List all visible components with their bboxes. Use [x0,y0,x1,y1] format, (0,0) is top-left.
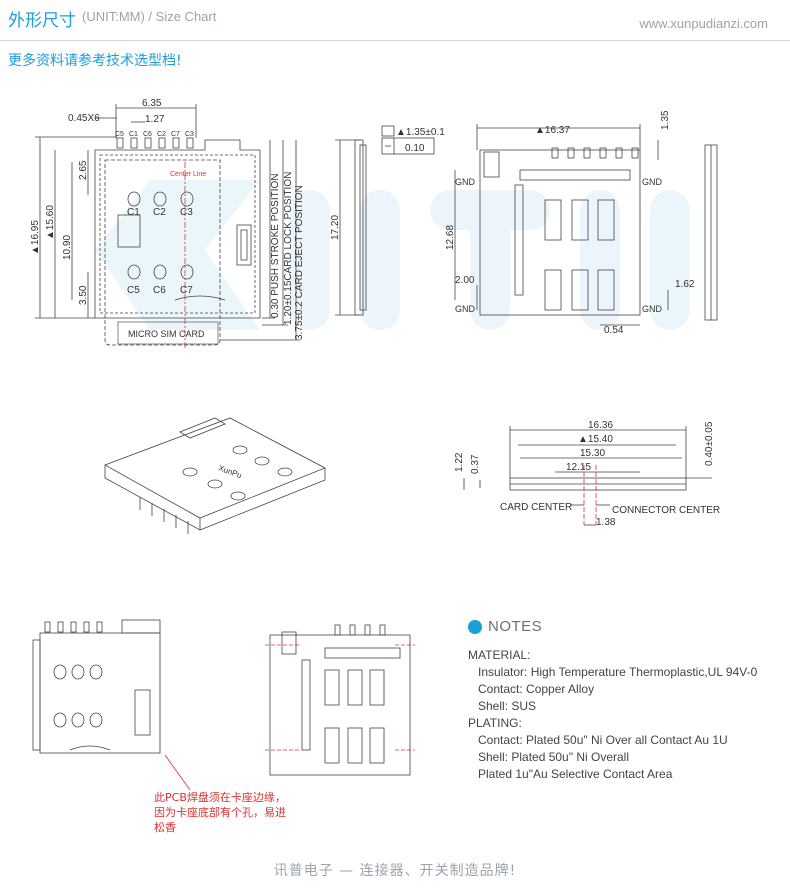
page-header: 外形尺寸 (UNIT:MM) / Size Chart www.xunpudia… [0,0,790,44]
dim-1215: 12.15 [566,462,591,473]
gnd-label: GND [642,304,663,314]
contact-label: C5 [127,285,140,296]
card-eject-label: 3.75±0.2 CARD EJECT POSITION [294,185,305,340]
notes-title: NOTES [488,618,543,635]
notes-line: Shell: SUS [478,699,537,713]
pcb-note: 此PCB焊盘须在卡座边缘，因为卡座底部有个孔，易进松香 [154,791,286,834]
notes-bullet-icon [468,619,482,634]
dim-1720: 17.20 [330,215,341,240]
page-title: 外形尺寸 [8,11,76,31]
connector-center-label: CONNECTOR CENTER [612,505,720,516]
dim-135: 1.35 [660,110,671,130]
dim-265: 2.65 [78,160,89,180]
contact-label: C1 [127,207,140,218]
gnd-label: GND [642,177,663,187]
dim-122: 1.22 [454,452,465,472]
dim-1268: 12.68 [445,225,456,250]
brand-logo-text: XunPu [217,463,243,480]
pin-label: C7 [171,131,180,138]
footer-slogan: 讯普电子 — 连接器、开关制造品牌! [273,863,517,879]
contact-label: C6 [153,285,166,296]
notes-line: PLATING: [468,716,522,730]
flatness-value: ▲1.35±0.1 [396,127,445,138]
notes-panel: NOTES MATERIAL: Insulator: High Temperat… [468,618,788,783]
contact-label: C3 [180,207,193,218]
dim-pin-width: 0.45X6 [68,113,100,124]
isometric-view [104,417,326,534]
front-view [463,426,712,526]
top-view [35,104,300,350]
pcb-bottom-view [265,624,415,776]
dim-pitch-total: 6.35 [142,98,162,109]
dim-162: 1.62 [675,279,695,290]
card-center-label: CARD CENTER [500,502,572,513]
push-stroke-label: 0.30 PUSH STROKE POSITION [270,174,281,318]
notes-line: Insulator: High Temperature Thermoplasti… [478,665,758,679]
pin-label: C3 [185,131,194,138]
pin-label: C5 [115,131,124,138]
gnd-label: GND [455,304,476,314]
website-link[interactable]: www.xunpudianzi.com [639,16,768,31]
dim-037: 0.37 [470,454,481,474]
contact-label: C7 [180,285,193,296]
gnd-label: GND [455,177,476,187]
pin-label: C2 [157,131,166,138]
dim-1530: 15.30 [580,448,605,459]
pin-label: C1 [129,131,138,138]
notes-line: Plated 1u"Au Selective Contact Area [478,767,673,781]
subtitle: 更多资料请参考技术选型档! [8,53,182,69]
notes-line: Shell: Plated 50u" Ni Overall [478,750,630,764]
pcb-top-view [32,619,191,791]
dim-350: 3.50 [78,285,89,305]
dim-height-total: ▲16.95 [30,220,41,255]
dim-height-3: 10.90 [62,235,73,260]
side-view [335,125,435,316]
dim-054: 0.54 [604,325,624,336]
micro-sim-card-label: MICRO SIM CARD [128,329,205,339]
bottom-view [454,124,718,326]
dim-200: 2.00 [455,275,475,286]
dim-1540: ▲15.40 [578,434,613,445]
dim-height-2: ▲15.60 [45,205,56,240]
page-title-unit: (UNIT:MM) / Size Chart [82,9,217,24]
contact-label: C2 [153,207,166,218]
notes-line: Contact: Copper Alloy [478,682,595,696]
notes-line: MATERIAL: [468,648,531,662]
dim-1637: ▲16.37 [535,125,570,136]
flatness-tolerance: 0.10 [405,143,425,154]
dim-1636: 16.36 [588,420,613,431]
dim-138: 1.38 [596,517,616,528]
pin-label: C6 [143,131,152,138]
notes-line: Contact: Plated 50u" Ni Over all Contact… [478,733,728,747]
card-lock-label: 1.20±0.15CARD LOCK POSITION [283,172,294,325]
dim-pitch: 1.27 [145,114,165,125]
header-divider [0,40,790,41]
center-line-label: Center Line [170,171,206,178]
dim-040: 0.40±0.05 [704,421,715,466]
